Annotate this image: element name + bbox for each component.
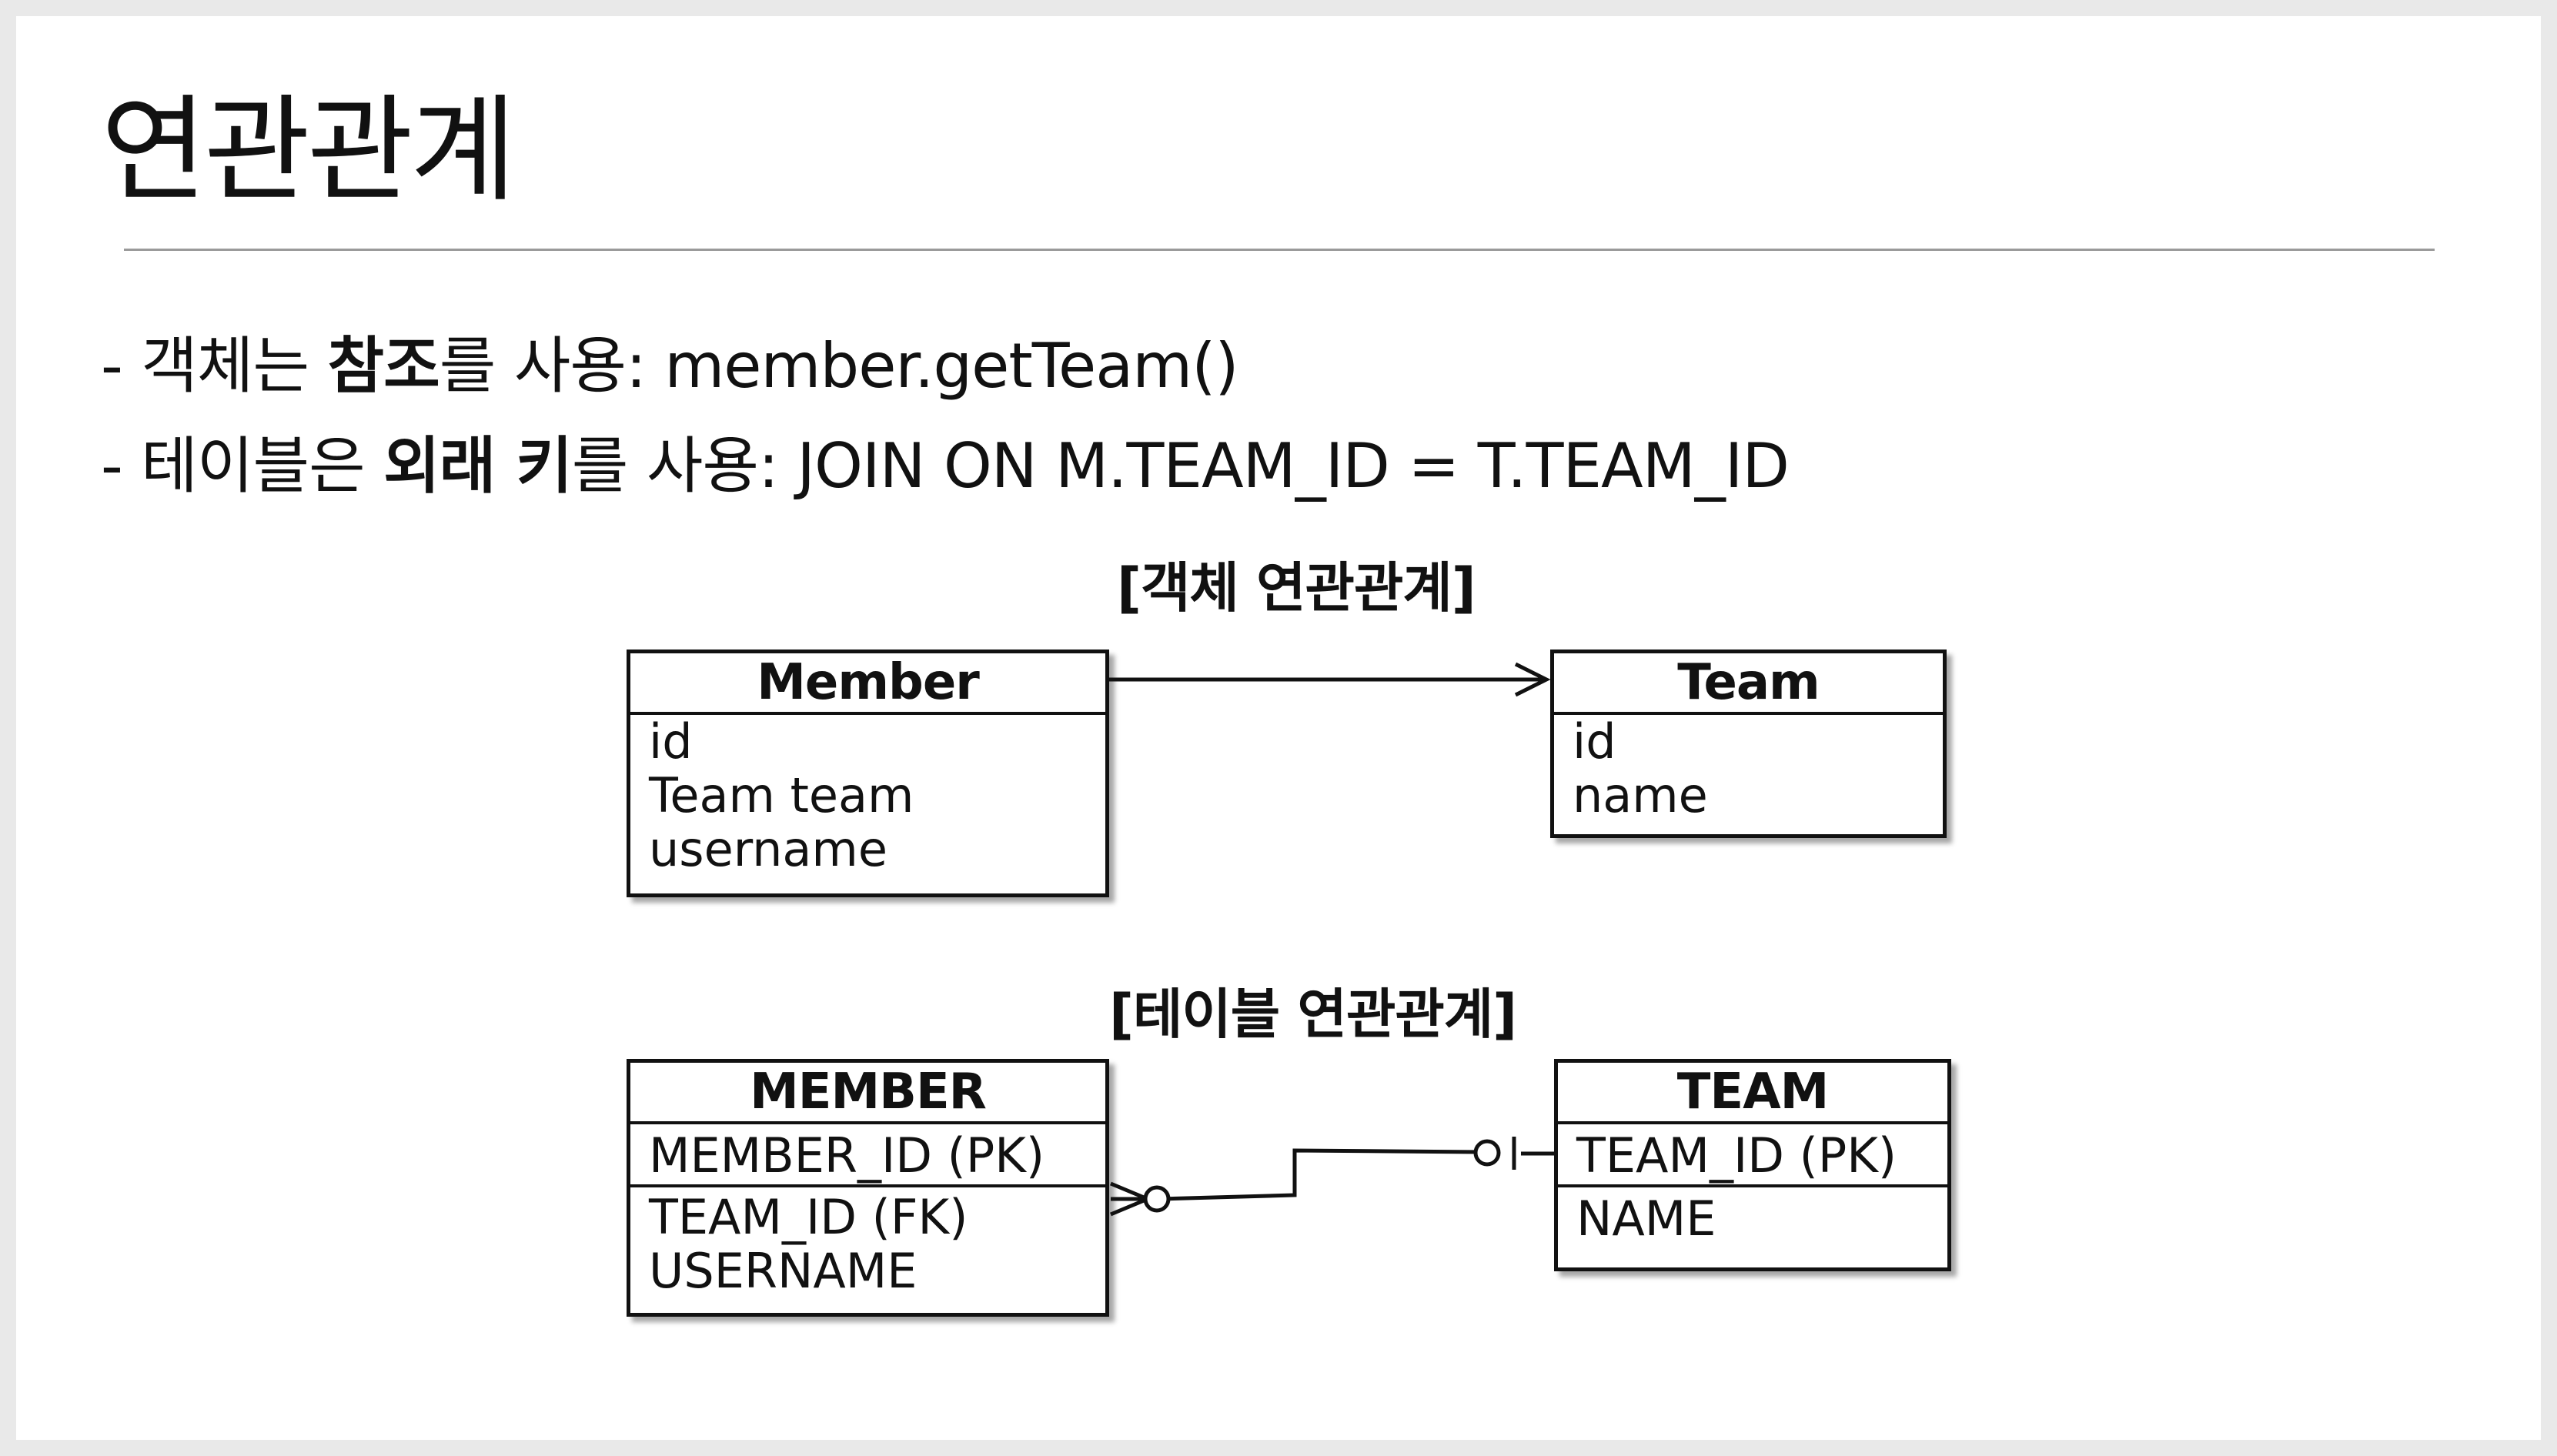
team-attr-id: id (1573, 713, 1616, 770)
team-class-name: Team (1554, 653, 1943, 715)
bullet-suffix: 를 사용: JOIN ON M.TEAM_ID = T.TEAM_ID (571, 430, 1790, 502)
team-table-name: TEAM (1558, 1063, 1947, 1124)
bullet-emphasis: 외래 키 (383, 430, 573, 502)
member-table-columns-row: TEAM_ID (FK) USERNAME (630, 1187, 1105, 1298)
member-class-box: Member id Team team username (627, 650, 1109, 897)
team-class-attributes: id name (1554, 715, 1943, 823)
team-class-box: Team id name (1550, 650, 1947, 838)
bullet-object-reference: - 객체는 참조를 사용: member.getTeam() (101, 336, 1239, 397)
bullet-prefix: - 테이블은 (101, 430, 384, 502)
bullet-prefix: - 객체는 (101, 330, 328, 402)
slide-title: 연관관계 (101, 84, 516, 218)
optional-circle-icon (1143, 1185, 1171, 1213)
bullet-foreign-key: - 테이블은 외래 키를 사용: JOIN ON M.TEAM_ID = T.T… (101, 436, 1790, 497)
member-table-box: MEMBER MEMBER_ID (PK) TEAM_ID (FK) USERN… (627, 1059, 1109, 1317)
member-class-name: Member (630, 653, 1105, 715)
member-attr-username: username (649, 821, 887, 877)
object-diagram-caption: [객체 연관관계] (1117, 556, 1476, 619)
member-table-pk: MEMBER_ID (PK) (649, 1127, 1045, 1184)
member-attr-team: Team team (649, 767, 914, 823)
optional-circle-icon (1473, 1139, 1501, 1167)
member-table-username: USERNAME (649, 1243, 918, 1299)
association-arrow (1109, 662, 1551, 697)
team-table-name-column: NAME (1576, 1191, 1716, 1247)
member-table-name: MEMBER (630, 1063, 1105, 1124)
title-divider (124, 249, 2435, 251)
team-table-pk: TEAM_ID (PK) (1576, 1127, 1897, 1184)
member-attr-id: id (649, 713, 693, 770)
member-class-attributes: id Team team username (630, 715, 1105, 877)
diagram-connectors (1109, 662, 1554, 1217)
team-table-box: TEAM TEAM_ID (PK) NAME (1554, 1059, 1951, 1271)
many-crowfoot-icon (1110, 1181, 1148, 1217)
bullet-emphasis: 참조 (327, 330, 440, 402)
foreign-key-relationship-line (1159, 1148, 1554, 1201)
bullet-suffix: 를 사용: member.getTeam() (439, 330, 1239, 402)
team-table-name-row: NAME (1558, 1187, 1947, 1247)
table-diagram-caption: [테이블 연관관계] (1109, 983, 1517, 1046)
team-table-pk-row: TEAM_ID (PK) (1558, 1124, 1947, 1187)
team-attr-name: name (1573, 767, 1708, 823)
member-table-pk-row: MEMBER_ID (PK) (630, 1124, 1105, 1187)
slide: 연관관계 - 객체는 참조를 사용: member.getTeam() - 테이… (16, 16, 2541, 1440)
member-table-fk: TEAM_ID (FK) (649, 1189, 968, 1245)
